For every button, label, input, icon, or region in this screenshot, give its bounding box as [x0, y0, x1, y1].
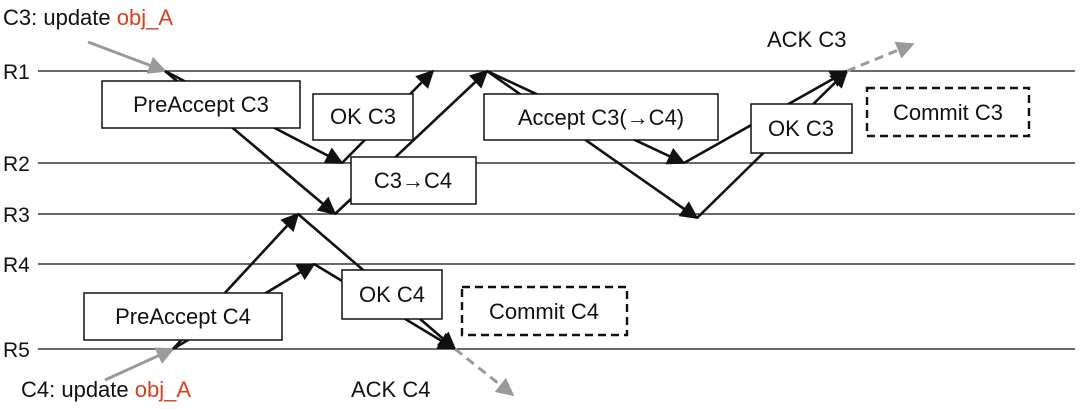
box-preaccept-c4-label: PreAccept C4	[115, 304, 251, 329]
box-preaccept-c4: PreAccept C4	[83, 292, 283, 341]
ack-c4-label: ACK C4	[351, 377, 430, 402]
accept-c3-to-r3	[486, 69, 699, 220]
box-ok-c4-label: OK C4	[359, 282, 425, 307]
c4-client-arrow	[104, 347, 175, 382]
c3-request-label: C3: update obj_A	[3, 5, 173, 30]
box-ok-c3-second: OK C3	[750, 103, 853, 154]
box-c3-to-c4: C3→C4	[350, 156, 477, 205]
replica-label-r5: R5	[3, 339, 30, 362]
box-commit-c3: Commit C3	[865, 86, 1031, 138]
box-preaccept-c3-label: PreAccept C3	[133, 92, 269, 117]
box-commit-c4-label: Commit C4	[489, 299, 599, 324]
ack-c4-arrow	[454, 347, 515, 397]
box-c3-to-c4-label: C3→C4	[374, 168, 452, 193]
c4-object-name: obj_A	[135, 377, 192, 402]
box-ok-c3-first: OK C3	[312, 93, 414, 141]
c3-client-arrow	[87, 40, 167, 74]
box-accept-c3: Accept C3(→C4)	[483, 93, 719, 141]
c3-object-name: obj_A	[117, 5, 174, 30]
box-ok-c3-first-label: OK C3	[330, 104, 396, 129]
box-ok-c4: OK C4	[341, 269, 443, 320]
replica-lines	[38, 70, 1075, 350]
ack-c3-label: ACK C3	[767, 27, 846, 52]
box-commit-c4: Commit C4	[460, 285, 629, 337]
replica-label-r1: R1	[3, 61, 30, 84]
replica-label-r2: R2	[3, 153, 30, 176]
box-ok-c3-second-label: OK C3	[768, 116, 834, 141]
box-accept-c3-label: Accept C3(→C4)	[518, 105, 684, 130]
replica-label-r4: R4	[3, 254, 30, 277]
c4-request-label: C4: update obj_A	[21, 377, 191, 402]
ack-c3-arrow	[846, 41, 915, 73]
box-commit-c3-label: Commit C3	[893, 100, 1003, 125]
replica-label-r3: R3	[3, 204, 30, 227]
box-preaccept-c3: PreAccept C3	[101, 80, 301, 129]
